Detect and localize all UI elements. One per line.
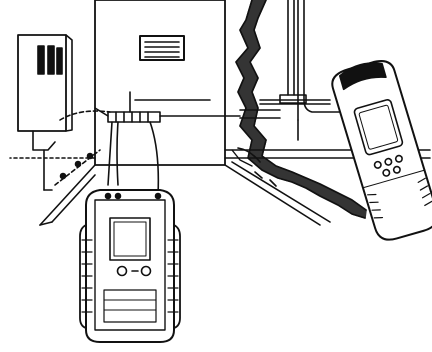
wall-vent — [139, 35, 185, 61]
transmitter-meter — [79, 189, 181, 343]
dashed-wire — [54, 110, 111, 186]
test-leads — [107, 121, 160, 196]
wall-crack — [231, 0, 367, 219]
distribution-panel — [17, 34, 73, 191]
cable-conduits — [239, 0, 346, 141]
junction-box — [94, 91, 241, 123]
receiver-probe — [331, 60, 432, 241]
